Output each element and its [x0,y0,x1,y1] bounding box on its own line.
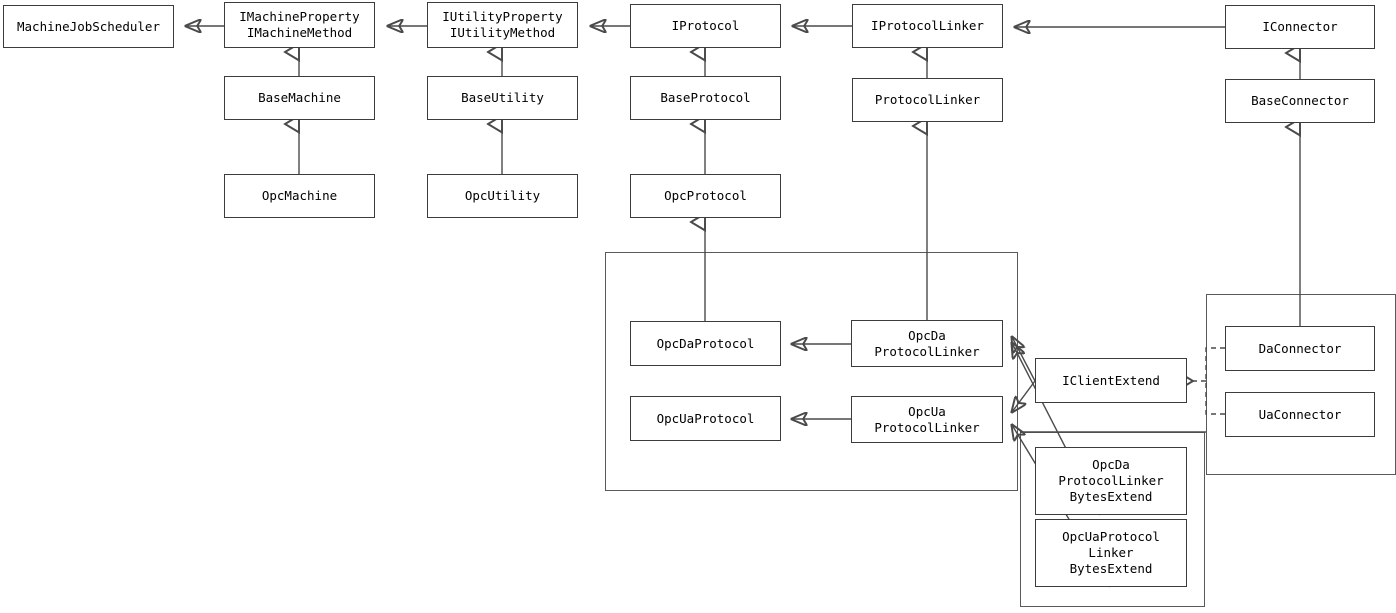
class-node-opcdaprotocol[interactable]: OpcDaProtocol [630,321,781,366]
class-node-iprotocol[interactable]: IProtocol [630,4,781,48]
class-node-iconnector[interactable]: IConnector [1225,5,1375,49]
class-node-iutilityproperty[interactable]: IUtilityProperty IUtilityMethod [427,2,578,48]
class-node-imachineproperty[interactable]: IMachineProperty IMachineMethod [224,2,375,48]
class-node-opcutility[interactable]: OpcUtility [427,174,578,218]
edge-top-association-chain [186,26,1225,27]
class-node-daconnector[interactable]: DaConnector [1225,326,1375,371]
class-node-opcmachine[interactable]: OpcMachine [224,174,375,218]
class-node-opcuaprotocollinker[interactable]: OpcUa ProtocolLinker [851,396,1003,443]
class-node-iclientextend[interactable]: IClientExtend [1035,358,1187,403]
class-node-opcprotocol[interactable]: OpcProtocol [630,174,781,218]
class-node-opcuaprotocollinkerbytesextend[interactable]: OpcUaProtocol Linker BytesExtend [1035,519,1187,587]
edge-connector-realization [1193,347,1225,415]
class-node-uaconnector[interactable]: UaConnector [1225,392,1375,437]
class-node-opcdaprotocollinkerbytesextend[interactable]: OpcDa ProtocolLinker BytesExtend [1035,447,1187,515]
class-node-machinejobscheduler[interactable]: MachineJobScheduler [3,5,174,48]
class-node-baseutility[interactable]: BaseUtility [427,76,578,120]
class-node-opcdaprotocollinker[interactable]: OpcDa ProtocolLinker [851,320,1003,367]
class-node-basemachine[interactable]: BaseMachine [224,76,375,120]
class-node-opcuaprotocol[interactable]: OpcUaProtocol [630,396,781,441]
edge-generalizations [299,52,1300,326]
edge-linker-to-protocol [792,344,851,419]
class-node-iprotocollinker[interactable]: IProtocolLinker [852,4,1003,48]
group-protocol-container [605,252,1018,491]
class-node-baseconnector[interactable]: BaseConnector [1225,79,1375,123]
class-node-protocollinker[interactable]: ProtocolLinker [852,78,1003,122]
class-node-baseprotocol[interactable]: BaseProtocol [630,76,781,120]
